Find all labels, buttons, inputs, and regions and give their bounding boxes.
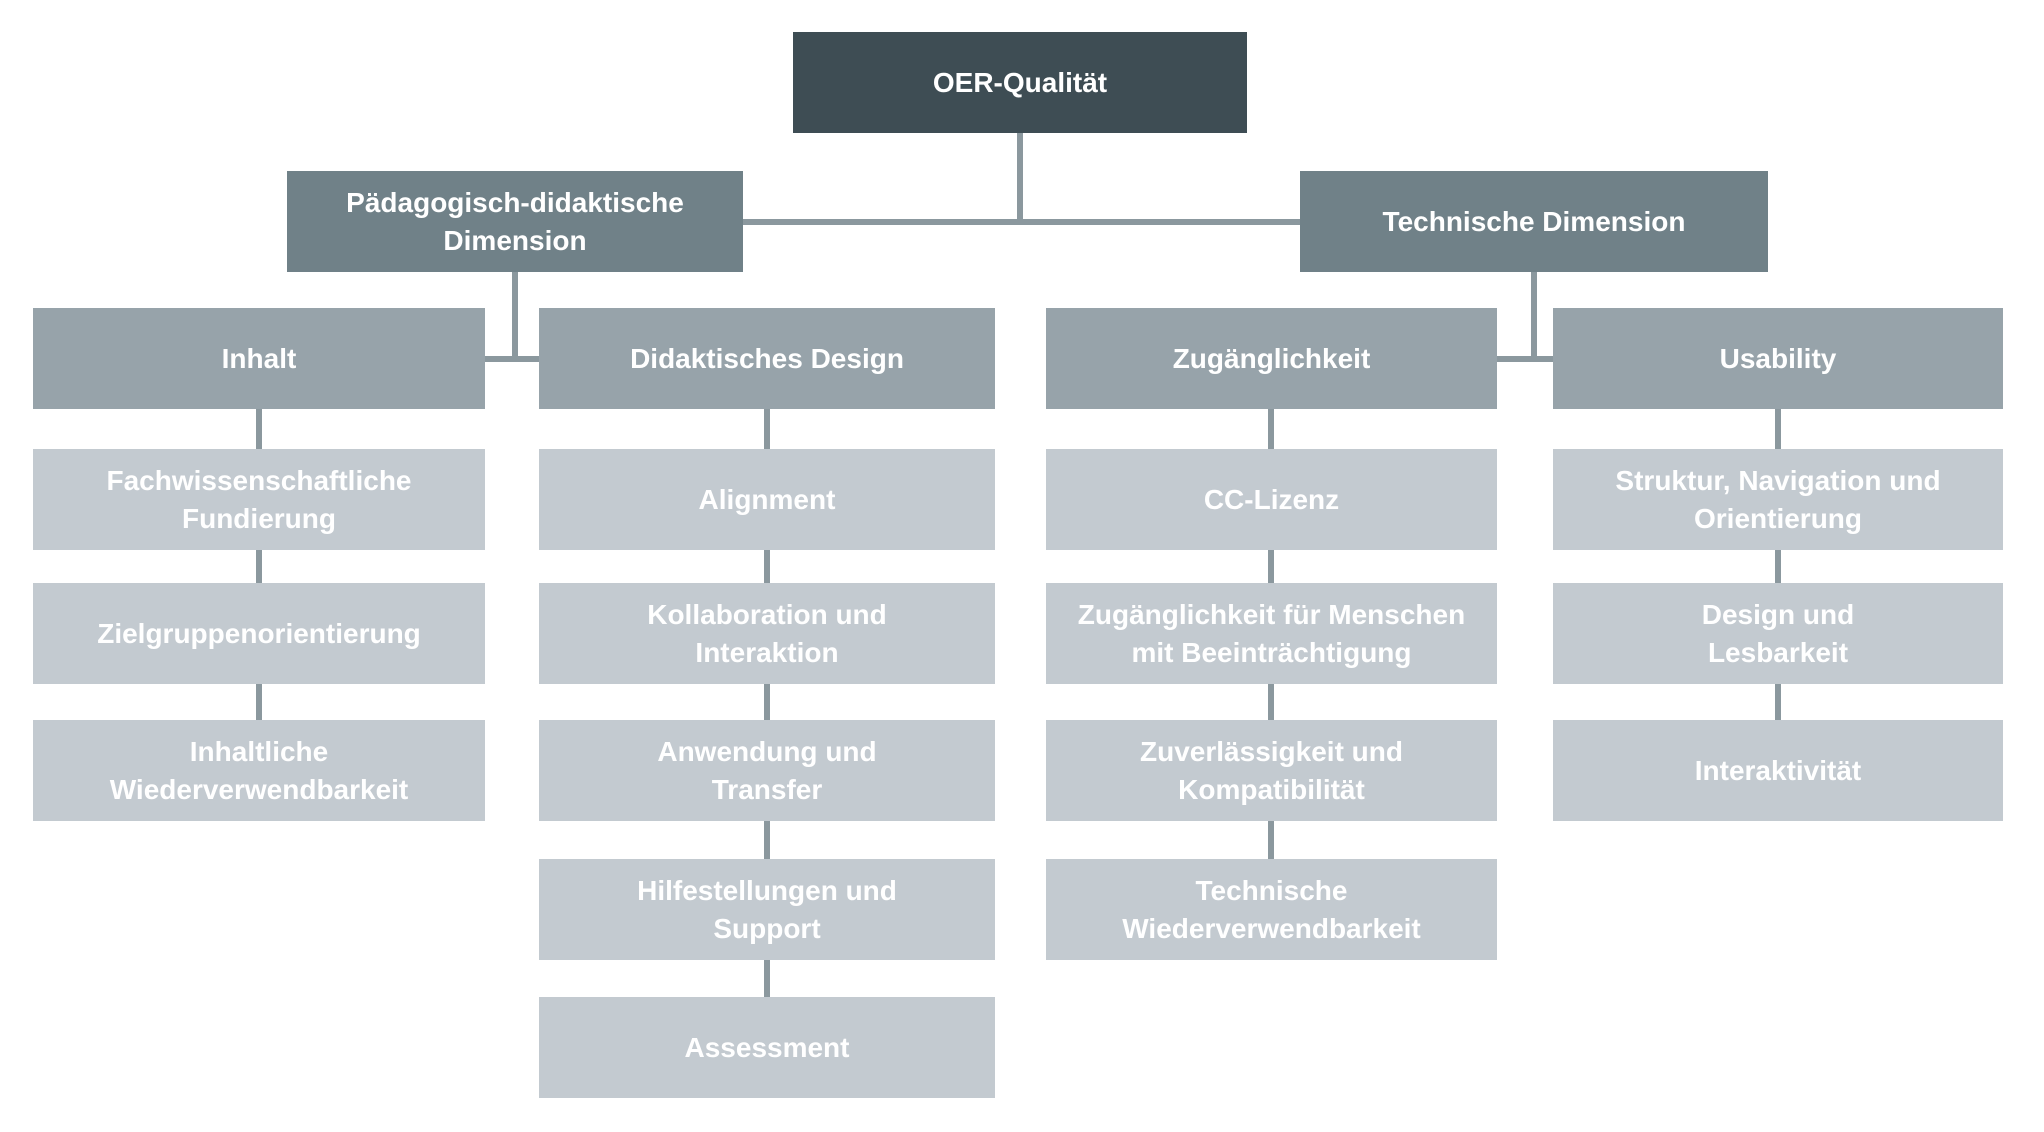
node-label: Zuverlässigkeit und Kompatibilität (1140, 735, 1403, 805)
node-category-inhalt: Inhalt (33, 308, 485, 409)
node-item-kollaboration-und-interaktion: Kollaboration und Interaktion (539, 583, 995, 684)
node-item-zielgruppenorientierung: Zielgruppenorientierung (33, 583, 485, 684)
node-label: Hilfestellungen und Support (637, 874, 897, 944)
node-label: Inhaltliche Wiederverwendbarkeit (109, 735, 409, 805)
node-label: Alignment (698, 483, 836, 515)
connector-paedagogisch-bar (485, 356, 539, 362)
connector-col1-seg (256, 408, 262, 451)
node-label: Fachwissenschaftliche Fundierung (106, 464, 412, 534)
connector-col2-seg (764, 408, 770, 451)
node-label: Interaktivität (1694, 754, 1862, 786)
node-oer-qualitaet: OER-Qualität (793, 32, 1247, 133)
node-item-zuverlaessigkeit-und-kompatibilitaet: Zuverlässigkeit und Kompatibilität (1046, 720, 1497, 821)
node-item-zugaenglichkeit-fuer-menschen: Zugänglichkeit für Menschen mit Beeinträ… (1046, 583, 1497, 684)
node-label: Inhalt (221, 342, 297, 374)
connector-col3-seg (1268, 548, 1274, 585)
connector-col4-seg (1775, 548, 1781, 585)
node-label: Assessment (684, 1031, 850, 1063)
node-item-assessment: Assessment (539, 997, 995, 1098)
node-label: Zielgruppenorientierung (97, 617, 421, 649)
node-item-alignment: Alignment (539, 449, 995, 550)
connector-technisch-bar (1497, 356, 1553, 362)
connector-col2-seg (764, 682, 770, 722)
node-category-usability: Usability (1553, 308, 2003, 409)
connector-col3-seg (1268, 819, 1274, 861)
node-label: Usability (1719, 342, 1837, 374)
connector-col2-seg (764, 548, 770, 585)
node-category-didaktisches-design: Didaktisches Design (539, 308, 995, 409)
connector-col4-seg (1775, 408, 1781, 451)
node-item-struktur-navigation-orientierung: Struktur, Navigation und Orientierung (1553, 449, 2003, 550)
node-item-interaktivitaet: Interaktivität (1553, 720, 2003, 821)
node-item-cc-lizenz: CC-Lizenz (1046, 449, 1497, 550)
connector-technisch-stem (1531, 271, 1537, 361)
node-dimension-paedagogisch-didaktisch: Pädagogisch-didaktische Dimension (287, 171, 743, 272)
node-item-design-und-lesbarkeit: Design und Lesbarkeit (1553, 583, 2003, 684)
node-label: Kollaboration und Interaktion (647, 598, 887, 668)
node-label: Technische Dimension (1382, 205, 1686, 237)
connector-col1-seg (256, 682, 262, 722)
node-label: Design und Lesbarkeit (1701, 598, 1855, 668)
node-item-technische-wiederverwendbarkeit: Technische Wiederverwendbarkeit (1046, 859, 1497, 960)
connector-col1-seg (256, 548, 262, 585)
connector-root-stem (1017, 133, 1023, 224)
connector-col4-seg (1775, 682, 1781, 722)
node-item-fachwissenschaftliche-fundierung: Fachwissenschaftliche Fundierung (33, 449, 485, 550)
node-label: OER-Qualität (932, 66, 1108, 98)
connector-col2-seg (764, 958, 770, 999)
node-label: Pädagogisch-didaktische Dimension (346, 186, 684, 256)
connector-col3-seg (1268, 408, 1274, 451)
node-label: Technische Wiederverwendbarkeit (1122, 874, 1421, 944)
node-item-anwendung-und-transfer: Anwendung und Transfer (539, 720, 995, 821)
connector-col3-seg (1268, 682, 1274, 722)
node-item-hilfestellungen-und-support: Hilfestellungen und Support (539, 859, 995, 960)
node-label: CC-Lizenz (1203, 483, 1340, 515)
node-label: Struktur, Navigation und Orientierung (1615, 464, 1941, 534)
node-label: Zugänglichkeit (1172, 342, 1371, 374)
connector-root-bar (743, 219, 1300, 225)
node-category-zugaenglichkeit: Zugänglichkeit (1046, 308, 1497, 409)
connector-paedagogisch-stem (512, 271, 518, 361)
node-label: Anwendung und Transfer (657, 735, 877, 805)
node-dimension-technisch: Technische Dimension (1300, 171, 1768, 272)
node-label: Didaktisches Design (630, 342, 904, 374)
node-item-inhaltliche-wiederverwendbarkeit: Inhaltliche Wiederverwendbarkeit (33, 720, 485, 821)
connector-col2-seg (764, 819, 770, 861)
node-label: Zugänglichkeit für Menschen mit Beeinträ… (1077, 598, 1466, 668)
